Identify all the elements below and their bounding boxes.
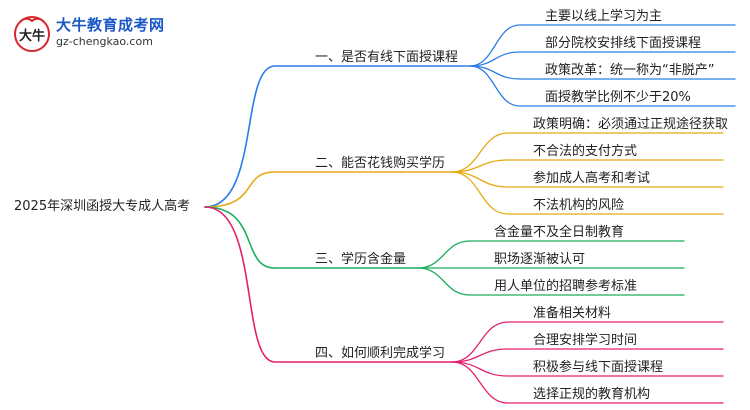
branch-2-label: 二、能否花钱购买学历 (315, 156, 446, 171)
branch-3-leaf-3: 用人单位的招聘参考标准 (494, 279, 638, 294)
logo-site-name: 大牛教育成考网 (56, 16, 165, 34)
branch-2-leaf-2: 不合法的支付方式 (533, 144, 638, 159)
branch-1-leaf-3: 政策改革：统一称为“非脱产” (545, 63, 715, 78)
branch-4-connector (204, 206, 453, 363)
branch-4-leaf-2: 合理安排学习时间 (533, 333, 638, 348)
branch-3-label: 三、学历含金量 (315, 252, 407, 267)
branch-1-leaf-1: 主要以线上学习为主 (545, 9, 663, 24)
branch-2-leaf-3-connector (451, 171, 724, 188)
branch-3-leaf-1-connector (417, 240, 685, 269)
mindmap-root: 2025年深圳函授大专成人高考 (14, 199, 191, 214)
bull-logo-icon: 大牛 (14, 16, 50, 52)
branch-3-leaf-2: 职场逐渐被认可 (494, 252, 586, 267)
branch-4-leaf-1-connector (451, 321, 724, 363)
branch-1-leaf-4-connector (469, 65, 736, 107)
logo-mark-text: 大牛 (19, 28, 45, 44)
branch-2-leaf-4-connector (451, 171, 724, 215)
branch-2-leaf-2-connector (451, 159, 724, 173)
branch-4-leaf-3: 积极参与线下面授课程 (533, 360, 664, 375)
branch-1-connector (204, 65, 471, 208)
branch-1-leaf-3-connector (469, 65, 736, 80)
branch-4-leaf-4: 选择正规的教育机构 (533, 387, 651, 402)
branch-1-leaf-2-connector (469, 51, 736, 67)
branch-4-leaf-2-connector (451, 348, 724, 363)
branch-2-leaf-4: 不法机构的风险 (533, 198, 625, 213)
logo-site-url: gz-chengkao.com (56, 35, 153, 48)
branch-3-leaf-3-connector (417, 267, 685, 296)
branch-4-leaf-1: 准备相关材料 (533, 306, 612, 321)
branch-2-leaf-1: 政策明确：必须通过正规途径获取 (533, 117, 729, 132)
branch-3-connector (204, 206, 419, 269)
branch-1-leaf-2: 部分院校安排线下面授课程 (545, 36, 702, 51)
branch-3-leaf-1: 含金量不及全日制教育 (494, 225, 625, 240)
branch-2-connector (204, 171, 453, 208)
branch-1-leaf-4: 面授教学比例不少于20% (545, 90, 691, 105)
branch-4-leaf-4-connector (451, 361, 724, 404)
branch-2-leaf-3: 参加成人高考和考试 (533, 171, 651, 186)
branch-1-leaf-1-connector (469, 24, 736, 67)
branch-4-leaf-3-connector (451, 361, 724, 377)
branch-1-label: 一、是否有线下面授课程 (315, 50, 459, 65)
branch-4-label: 四、如何顺利完成学习 (315, 346, 446, 361)
branch-2-leaf-1-connector (451, 132, 724, 173)
site-logo[interactable]: 大牛 大牛教育成考网 gz-chengkao.com (12, 12, 172, 56)
